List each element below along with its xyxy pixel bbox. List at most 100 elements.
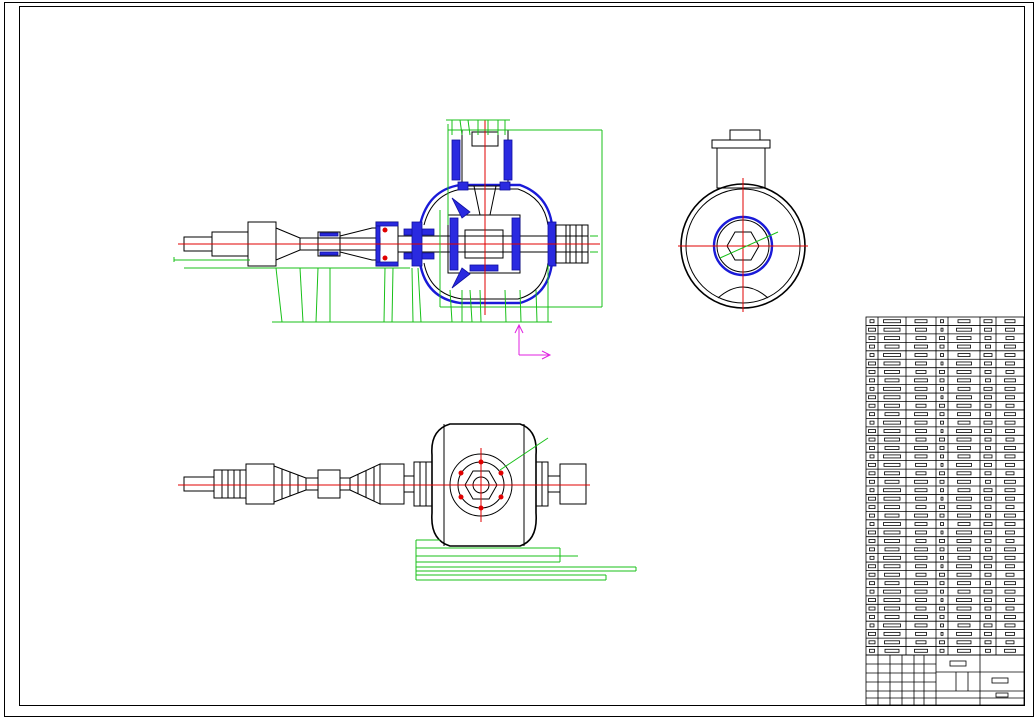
parts-list-cell-mark (984, 462, 992, 467)
parts-list-cell-mark (883, 319, 901, 324)
parts-list-cell-mark (957, 378, 971, 383)
parts-list-cell-mark (884, 370, 900, 374)
parts-list-cell-mark (868, 336, 876, 341)
parts-list-cell-mark (869, 344, 875, 349)
parts-list-cell-mark (956, 505, 972, 510)
parts-list-cell-mark (883, 454, 901, 459)
top-view-dimensions (415, 539, 637, 581)
parts-list-cell-mark (940, 462, 944, 467)
parts-list-cell-mark (1004, 589, 1016, 594)
parts-list-cell-mark (939, 581, 945, 586)
parts-list-cell-mark (939, 505, 945, 510)
parts-list-cell-mark (883, 395, 901, 400)
parts-list-cell-mark (957, 446, 971, 450)
parts-list-cell-mark (868, 395, 876, 400)
parts-list-cell-mark (1004, 319, 1016, 324)
parts-list-cell-mark (956, 462, 972, 467)
parts-list-cell-mark (868, 361, 876, 366)
parts-list-cell-mark (883, 353, 901, 357)
parts-list-cell-mark (915, 564, 927, 569)
parts-list-cell-mark (1005, 539, 1015, 543)
parts-list-cell-mark (868, 471, 876, 476)
parts-list-cell-mark (884, 572, 900, 577)
parts-list-cell-mark (869, 547, 875, 552)
parts-list-cell-mark (884, 640, 900, 645)
parts-list-cell-mark (957, 454, 971, 459)
parts-list-cell-mark (883, 361, 901, 366)
parts-list-cell-mark (884, 606, 900, 611)
parts-list-cell-mark (1005, 496, 1015, 501)
parts-list-cell-mark (985, 547, 991, 552)
parts-list-cell-mark (983, 488, 993, 493)
parts-list-cell-mark (985, 446, 991, 450)
parts-list-cell-mark (956, 631, 972, 636)
parts-list-cell-mark (984, 598, 992, 602)
parts-list-cell-mark (868, 403, 876, 408)
parts-list-cell-mark (940, 319, 944, 324)
parts-list-cell-mark (957, 488, 971, 493)
parts-list-cell-mark (868, 505, 876, 510)
parts-list-cell-mark (914, 555, 928, 560)
parts-list-cell-mark (868, 370, 876, 374)
parts-list-cell-mark (940, 631, 944, 636)
top-view (178, 423, 590, 547)
parts-list-cell-mark (868, 640, 876, 645)
parts-list-cell-mark (883, 631, 901, 636)
parts-list-cell-mark (957, 353, 971, 357)
parts-list-cell-mark (868, 530, 876, 535)
parts-list-cell-mark (915, 572, 927, 577)
parts-list-cell-mark (957, 412, 971, 417)
parts-list-cell-mark (884, 344, 900, 349)
parts-list-cell-mark (956, 606, 972, 611)
parts-list-cell-mark (984, 327, 992, 332)
parts-list-cell-mark (1004, 446, 1016, 450)
parts-list-cell-mark (915, 539, 927, 543)
parts-list-cell-mark (915, 395, 927, 400)
parts-list-cell-mark (940, 353, 944, 357)
parts-list-cell-mark (983, 386, 993, 391)
parts-list-cell-mark (984, 370, 992, 374)
parts-list-cell-mark (940, 395, 944, 400)
parts-list-cell-mark (1005, 327, 1015, 332)
parts-list-cell-mark (1004, 555, 1016, 560)
parts-list-cell-mark (957, 420, 971, 425)
parts-list-cell-mark (985, 412, 991, 417)
parts-list-cell-mark (984, 572, 992, 577)
parts-list-cell-mark (956, 403, 972, 408)
parts-list-cell-mark (957, 623, 971, 628)
parts-list-cell-mark (914, 412, 928, 417)
parts-list-cell-mark (957, 547, 971, 552)
parts-list-cell-mark (1004, 386, 1016, 391)
parts-list-cell-mark (1005, 437, 1015, 442)
parts-list-cell-mark (914, 454, 928, 459)
parts-list-cell-mark (884, 403, 900, 408)
parts-list-cell-mark (1004, 522, 1016, 526)
parts-list-cell-mark (1004, 623, 1016, 628)
parts-list-cell-mark (1005, 462, 1015, 467)
parts-list-cell-mark (869, 522, 875, 526)
parts-list-cell-mark (914, 446, 928, 450)
parts-list-cell-mark (956, 327, 972, 332)
parts-list-cell-mark (1004, 615, 1016, 619)
parts-list-cell-mark (939, 370, 945, 374)
parts-list-cell-mark (884, 581, 900, 586)
parts-list-cell-mark (884, 378, 900, 383)
parts-list-cell-mark (914, 522, 928, 526)
parts-list-cell-mark (984, 606, 992, 611)
parts-list-cell-mark (957, 589, 971, 594)
parts-list-cell-mark (956, 539, 972, 543)
parts-list-cell-mark (957, 615, 971, 619)
parts-list-cell-mark (984, 403, 992, 408)
parts-list-cell-mark (868, 429, 876, 433)
parts-list-cell-mark (984, 640, 992, 645)
parts-list-cell-mark (1004, 378, 1016, 383)
parts-list-cell-mark (1005, 471, 1015, 476)
parts-list-cell-mark (983, 623, 993, 628)
parts-list-cell-mark (939, 344, 945, 349)
parts-list-cell-mark (984, 631, 992, 636)
parts-list-cell-mark (869, 454, 875, 459)
parts-list-cell-mark (940, 530, 944, 535)
parts-list-cell-mark (884, 648, 900, 653)
parts-list-cell-mark (915, 327, 927, 332)
